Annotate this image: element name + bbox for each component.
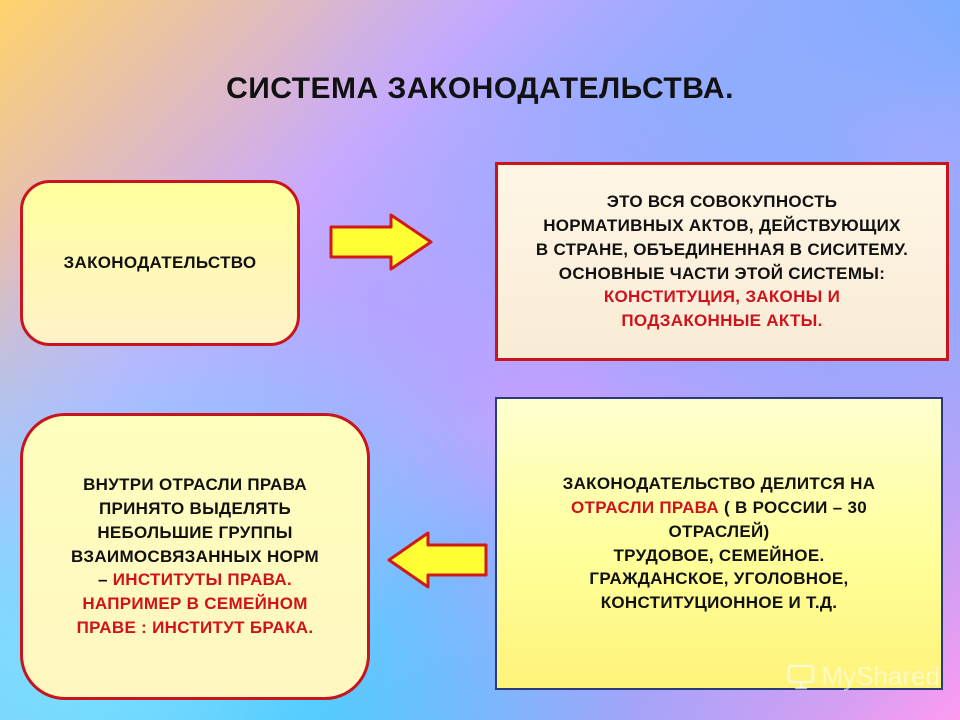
definition-line: В СТРАНЕ, ОБЪЕДИНЕННАЯ В СИСИТЕМУ. (535, 239, 909, 259)
institutes-highlight: ПРАВЕ : ИНСТИТУТ БРАКА. (76, 617, 314, 637)
branches-text: ЗАКОНОДАТЕЛЬСТВО ДЕЛИТСЯ НА ОТРАСЛИ ПРАВ… (563, 472, 876, 615)
definition-line: ЭТО ВСЯ СОВОКУПНОСТЬ (606, 192, 838, 212)
branches-line: ГРАЖДАНСКОЕ, УГОЛОВНОЕ, (589, 569, 849, 589)
institutes-box: ВНУТРИ ОТРАСЛИ ПРАВА ПРИНЯТО ВЫДЕЛЯТЬ НЕ… (20, 413, 370, 700)
presentation-icon (787, 664, 814, 689)
institutes-highlight: НАПРИМЕР В СЕМЕЙНОМ (82, 594, 308, 614)
branches-highlight: ОТРАСЛИ ПРАВА (570, 497, 719, 517)
institutes-text: ВНУТРИ ОТРАСЛИ ПРАВА ПРИНЯТО ВЫДЕЛЯТЬ НЕ… (71, 473, 319, 640)
branches-line: ТРУДОВОЕ, СЕМЕЙНОЕ. (613, 545, 825, 565)
definition-box: ЭТО ВСЯ СОВОКУПНОСТЬ НОРМАТИВНЫХ АКТОВ, … (495, 162, 949, 361)
branches-line: ОТРАСЛИ ПРАВА ( В РОССИИ – 30 (563, 496, 876, 520)
watermark: MyShared (786, 661, 941, 692)
institutes-highlight: ИНСТИТУТЫ ПРАВА. (112, 570, 292, 590)
branches-box: ЗАКОНОДАТЕЛЬСТВО ДЕЛИТСЯ НА ОТРАСЛИ ПРАВ… (495, 397, 943, 690)
institutes-line: – ИНСТИТУТЫ ПРАВА. (71, 568, 319, 592)
legislation-box: ЗАКОНОДАТЕЛЬСТВО (20, 180, 300, 346)
institutes-line: ВНУТРИ ОТРАСЛИ ПРАВА (83, 475, 307, 495)
institutes-dash: – (97, 570, 113, 590)
institutes-line: ВЗАИМОСВЯЗАННЫХ НОРМ (71, 546, 319, 566)
definition-text: ЭТО ВСЯ СОВОКУПНОСТЬ НОРМАТИВНЫХ АКТОВ, … (536, 190, 908, 333)
institutes-line: ПРИНЯТО ВЫДЕЛЯТЬ (98, 499, 292, 518)
branches-line: КОНСТИТУЦИОННОЕ И Т.Д. (600, 593, 838, 613)
left-arrow-icon (387, 531, 488, 589)
branches-line: ОТРАСЛЕЙ) (668, 521, 770, 541)
definition-line: ОСНОВНЫЕ ЧАСТИ ЭТОЙ СИСТЕМЫ: (558, 263, 886, 283)
institutes-line: НЕБОЛЬШИЕ ГРУППЫ (97, 522, 293, 542)
definition-highlight: ПОДЗАКОННЫЕ АКТЫ. (621, 311, 823, 331)
branches-line: ЗАКОНОДАТЕЛЬСТВО ДЕЛИТСЯ НА (562, 474, 876, 494)
legislation-label: ЗАКОНОДАТЕЛЬСТВО (63, 253, 257, 273)
branches-line-rest: ( В РОССИИ – 30 (718, 497, 868, 517)
definition-line: НОРМАТИВНЫХ АКТОВ, ДЕЙСТВУЮЩИХ (543, 215, 901, 235)
slide-title: СИСТЕМА ЗАКОНОДАТЕЛЬСТВА. (226, 72, 734, 105)
watermark-text: MyShared (821, 661, 941, 691)
right-arrow-icon (329, 213, 433, 271)
definition-highlight: КОНСТИТУЦИЯ, ЗАКОНЫ И (603, 287, 841, 307)
